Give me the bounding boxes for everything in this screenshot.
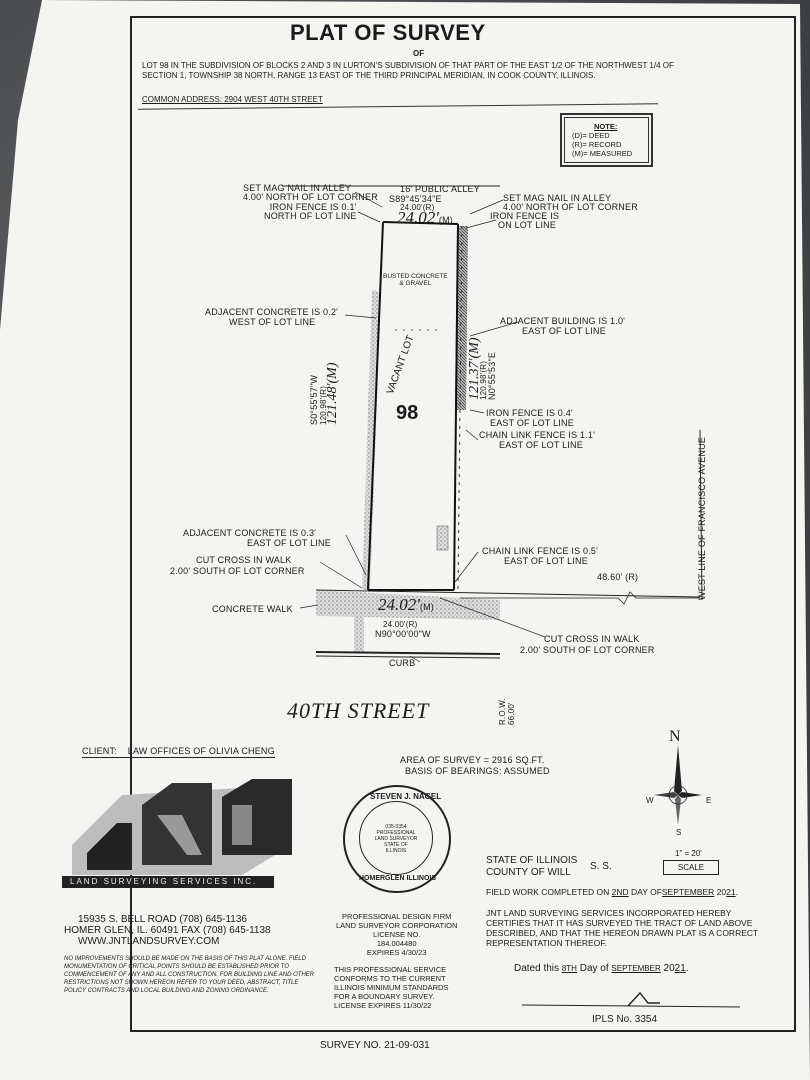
note-deed: (D)= DEED — [572, 131, 610, 140]
field-work: FIELD WORK COMPLETED ON 2ND DAY OFSEPTEM… — [486, 887, 739, 897]
logo-band: LAND SURVEYING SERVICES INC. — [62, 876, 274, 888]
francisco-distance: 48.60' (R) — [597, 572, 639, 582]
south-bearing: N90°00'00"W — [375, 629, 431, 639]
note-measured: (M)= MEASURED — [572, 149, 633, 158]
iron-fence-east-label: IRON FENCE IS 0.4' EAST OF LOT LINE — [486, 408, 574, 428]
professional-service: THIS PROFESSIONAL SERVICE CONFORMS TO TH… — [334, 965, 449, 1010]
north-arrow — [654, 745, 702, 825]
legend-note-box: NOTE: (D)= DEED (R)= RECORD (M)= MEASURE… — [560, 113, 653, 167]
east-line-dims: 121.37'(M) 120.98'(R) N0°55'53"E — [467, 337, 497, 400]
west-lot-line — [367, 221, 384, 591]
title-of: OF — [413, 49, 425, 58]
walk-sidewalk-line — [315, 589, 701, 598]
set-mag-nail-left-label: SET MAG NAIL IN ALLEY 4.00' NORTH OF LOT… — [243, 183, 378, 202]
concrete-walk — [316, 590, 500, 620]
document-title: PLAT OF SURVEY — [290, 20, 486, 45]
concrete-walk-label: CONCRETE WALK — [212, 604, 293, 614]
compass-s: S — [676, 828, 682, 837]
adjacent-building-label: ADJACENT BUILDING IS 1.0' EAST OF LOT LI… — [500, 316, 626, 336]
adjacent-concrete-west-label: ADJACENT CONCRETE IS 0.2' WEST OF LOT LI… — [205, 307, 339, 327]
client-line: CLIENT: LAW OFFICES OF OLIVIA CHENG — [82, 746, 275, 758]
north-measured: 24.02'(M) — [397, 208, 453, 227]
francisco-avenue-label: WEST LINE OF FRANCISCO AVENUE — [697, 437, 707, 600]
curb-label: CURB — [389, 658, 416, 668]
surveyor-seal: STEVEN J. NAGEL 035-3354 PROFESSIONAL LA… — [343, 785, 451, 893]
lot-number: 98 — [396, 402, 419, 424]
state-county: STATE OF ILLINOIS COUNTY OF WILL — [486, 855, 578, 878]
signature-line — [521, 1004, 741, 1008]
survey-number: SURVEY NO. 21-09-031 — [320, 1040, 430, 1051]
company-address: 15935 S. BELL ROAD (708) 645-1136 HOMER … — [64, 914, 271, 947]
common-address: COMMON ADDRESS: 2904 WEST 40TH STREET — [142, 95, 323, 104]
note-record: (R)= RECORD — [572, 140, 622, 149]
scale-box: SCALE — [663, 860, 719, 875]
iron-fence-left-label: IRON FENCE IS 0.1' NORTH OF LOT LINE — [264, 202, 357, 221]
iron-fence-right-label: IRON FENCE IS ON LOT LINE — [490, 211, 560, 230]
curb-line — [315, 651, 501, 655]
set-mag-nail-right-label: SET MAG NAIL IN ALLEY 4.00' NORTH OF LOT… — [503, 193, 638, 212]
chain-link-fence-east-label: CHAIN LINK FENCE IS 1.1' EAST OF LOT LIN… — [479, 430, 596, 450]
seal-name: STEVEN J. NAGEL — [370, 792, 442, 801]
surveyor-signature — [627, 991, 660, 1007]
street-name: 40TH STREET — [287, 698, 430, 723]
north-lot-line — [382, 221, 459, 225]
row-width: R.O.W. 66.00' — [498, 698, 516, 725]
south-record: 24.00'(R) — [383, 620, 418, 629]
north-record: 24.00'(R) — [400, 203, 435, 212]
cut-cross-left-label: CUT CROSS IN WALK 2.00' SOUTH OF LOT COR… — [170, 555, 305, 576]
north-bearing: S89°45'34"E — [389, 194, 442, 204]
compass-w: W — [646, 796, 654, 805]
west-line-dims: S0°55'57"W 120.98'(R) 121.48'(M) — [309, 362, 340, 425]
dated-line: Dated this 8TH Day of SEPTEMBER 2021. — [514, 963, 689, 974]
chain-link-fence-south-label: CHAIN LINK FENCE IS 0.5' EAST OF LOT LIN… — [482, 546, 599, 566]
area-of-survey: AREA OF SURVEY = 2916 SQ.FT. — [400, 755, 545, 765]
compass-n: N — [669, 728, 681, 745]
busted-concrete-label: BUSTED CONCRETE & GRAVEL — [383, 273, 448, 287]
basis-of-bearings: BASIS OF BEARINGS: ASSUMED — [405, 766, 550, 776]
adjacent-concrete-east-label: ADJACENT CONCRETE IS 0.3' EAST OF LOT LI… — [183, 528, 331, 548]
public-alley-label: 16' PUBLIC ALLEY — [400, 184, 480, 194]
compass-e: E — [706, 796, 712, 805]
design-firm: PROFESSIONAL DESIGN FIRM LAND SURVEYOR C… — [336, 912, 458, 957]
certification: JNT LAND SURVEYING SERVICES INCORPORATED… — [486, 908, 759, 948]
note-heading: NOTE: — [594, 122, 618, 131]
east-lot-line — [453, 223, 459, 591]
scale-value: 1" = 20' — [675, 849, 702, 858]
disclaimer: NO IMPROVEMENTS SHOULD BE MADE ON THE BA… — [64, 956, 315, 994]
ipls-number: IPLS No. 3354 — [592, 1014, 658, 1025]
south-measured: 24.02'(M) — [378, 595, 434, 614]
jnt-logo — [72, 779, 292, 875]
document-border — [130, 16, 796, 1032]
seal-place: HOMERGLEN ILLINOIS — [359, 875, 436, 882]
ss-label: S. S. — [590, 861, 612, 872]
cut-cross-right-label: CUT CROSS IN WALK 2.00' SOUTH OF LOT COR… — [520, 634, 655, 655]
francisco-west-line — [699, 429, 703, 601]
legal-description: LOT 98 IN THE SUBDIVISION OF BLOCKS 2 AN… — [142, 61, 674, 80]
concrete-block — [436, 525, 449, 551]
